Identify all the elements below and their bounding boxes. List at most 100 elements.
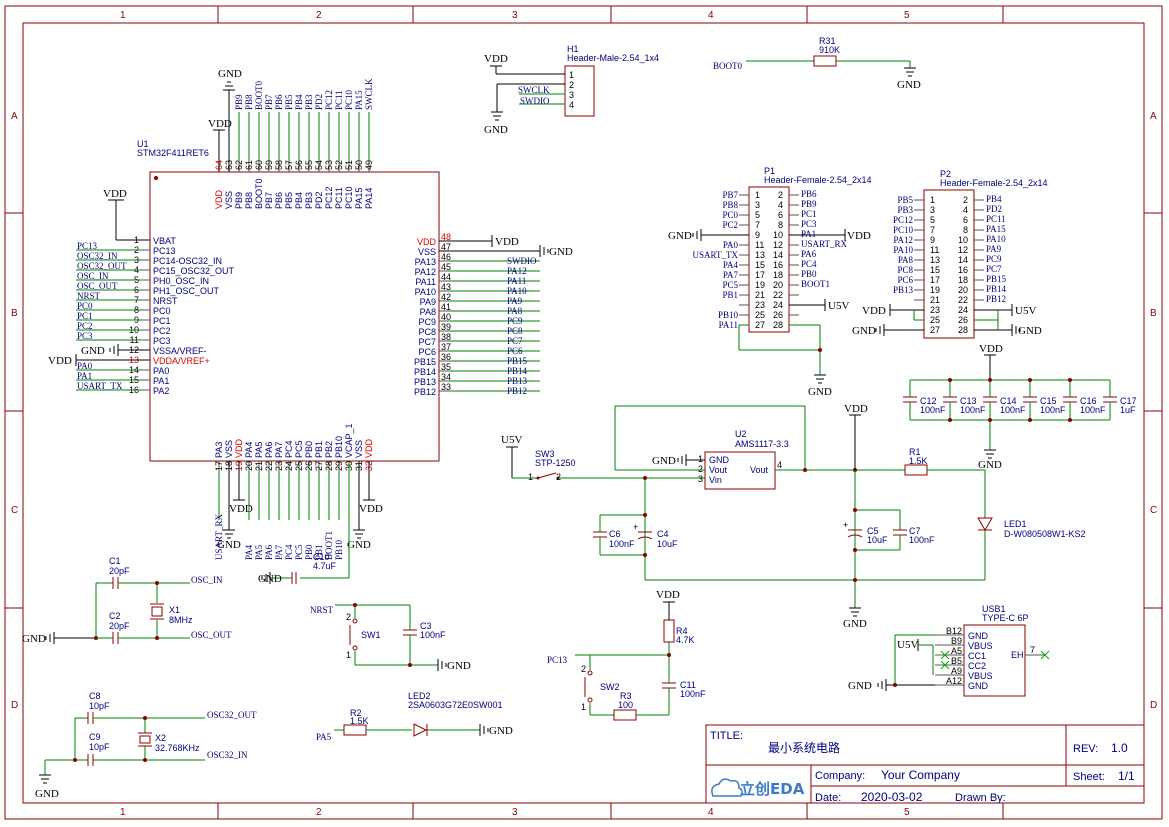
p2-net-8: PA15 xyxy=(986,224,1006,234)
u1-pin-num-44: 44 xyxy=(441,272,451,282)
u1-pin-name-60: BOOT0 xyxy=(254,178,264,209)
h1-net-swdio: SWDIO xyxy=(520,96,550,106)
u1-pin-name-64: VDD xyxy=(214,189,224,209)
u1-pin-num-50: 50 xyxy=(354,160,364,170)
p1-net-1: PB7 xyxy=(722,190,738,200)
sw2-key-circuit[interactable]: VDD R4 4.7K PC13 2 1 SW2 R3 100 C11 100n… xyxy=(547,589,706,721)
u1-pin-name-9: PC1 xyxy=(153,316,171,326)
p2-pin-24: 24 xyxy=(958,305,968,315)
p2-pin-23: 23 xyxy=(930,305,940,315)
u1-pin-num-42: 42 xyxy=(441,292,451,302)
c8-value: 10pF xyxy=(89,701,110,711)
u1-net-24: PC4 xyxy=(284,544,294,560)
capbank-ref-C12: C12 xyxy=(920,396,937,406)
u1-pin-name-4: PC15_OSC32_OUT xyxy=(153,266,235,276)
c11-ref: C11 xyxy=(680,680,696,690)
u1-pin-num-39: 39 xyxy=(441,322,451,332)
p2-net-14: PC9 xyxy=(986,254,1002,264)
zone-row-b-right: B xyxy=(1150,308,1157,319)
lse-crystal-circuit[interactable]: GND C8 10pF C9 10pF X2 32.768KHz OSC32_O… xyxy=(35,691,257,800)
p2-pin-11: 11 xyxy=(930,245,939,255)
p1-ref: P1 xyxy=(764,166,775,176)
u1-pin-num-24: 24 xyxy=(284,461,294,471)
u1-net-39: PC8 xyxy=(507,326,523,336)
u2-pin4-num: 4 xyxy=(777,460,782,470)
u1-net-15: PA1 xyxy=(77,371,92,381)
usb1-pin-name-B12: GND xyxy=(968,631,989,641)
u1-pin-num-41: 41 xyxy=(441,302,451,312)
p2-net-4: PD2 xyxy=(986,204,1002,214)
p2-pin-22: 22 xyxy=(958,295,968,305)
p2-pin-2: 2 xyxy=(963,195,968,205)
u1-pin-num-48: 48 xyxy=(441,232,451,242)
zone-col-2-top: 2 xyxy=(316,10,322,21)
u1-net-14: PA0 xyxy=(77,361,93,371)
u1-pin-num-38: 38 xyxy=(441,332,451,342)
p2-net-10: PA10 xyxy=(986,234,1006,244)
decoupling-cap-bank[interactable]: VDD GND C12100nFC13100nFC14100nFC15100nF… xyxy=(903,343,1137,471)
r4-ref: R4 xyxy=(676,626,688,636)
p1-pin-21: 21 xyxy=(755,290,765,300)
u1-pin-num-17: 17 xyxy=(214,461,224,471)
r31-ref: R31 xyxy=(819,36,836,46)
led2-status-circuit[interactable]: PA5 R2 1.5K GND LED2 2SA0603G72E0SW001 xyxy=(316,691,513,742)
p2-pin-20: 20 xyxy=(958,285,968,295)
p2-pin-6: 6 xyxy=(963,215,968,225)
h1-swd-header[interactable]: H1 Header-Male-2.54_1x4 1 2 3 4 VDD SWCL… xyxy=(484,44,659,136)
sw1-pin2: 2 xyxy=(346,612,351,622)
u1-ref: U1 xyxy=(137,139,149,149)
power-supply[interactable]: U5V 1 2 SW3 STP-1250 U2 AMS1117-3.3 GND … xyxy=(501,403,1086,630)
u2-pin3-num: 3 xyxy=(698,474,703,484)
gnd-label-h1: GND xyxy=(484,124,508,136)
hse-crystal-circuit[interactable]: GND C1 20pF C2 20pF X1 8MHz OSC_IN OSC_O… xyxy=(22,556,232,645)
r2-net: PA5 xyxy=(316,732,332,742)
c8-ref: C8 xyxy=(89,691,101,701)
p1-net-7: PC2 xyxy=(722,220,738,230)
r2-value: 1.5K xyxy=(350,716,369,726)
sw1-reset-circuit[interactable]: NRST 2 1 SW1 GND C3 100nF xyxy=(310,603,471,672)
sw2-net: PC13 xyxy=(547,655,568,665)
p2-pin-28: 28 xyxy=(958,325,968,335)
drawn-by-label: Drawn By: xyxy=(955,792,1006,804)
zone-row-a-right: A xyxy=(1150,111,1157,122)
c10-vcap-cap[interactable]: GND C10 4.7uF xyxy=(258,461,350,585)
u1-net-10: PC2 xyxy=(77,321,93,331)
gnd-label-p2-right: GND xyxy=(1018,325,1042,337)
u1-pin1-marker xyxy=(154,176,158,180)
u1-pin-name-54: PD2 xyxy=(314,191,324,209)
u1-net-2: PC13 xyxy=(77,241,98,251)
u1-net-61: PB8 xyxy=(244,94,254,110)
u1-pin-num-56: 56 xyxy=(294,160,304,170)
u2-pin3-name: Vin xyxy=(709,475,722,485)
r4-value: 4.7K xyxy=(676,635,695,645)
u1-pin-num-35: 35 xyxy=(441,362,451,372)
u1-pin-num-43: 43 xyxy=(441,282,451,292)
r31-boot0-resistor[interactable]: BOOT0 GND R31 910K xyxy=(713,36,921,91)
u1-pin-num-51: 51 xyxy=(344,160,354,170)
capbank-value-C13: 100nF xyxy=(960,405,986,415)
gnd-label-c10: GND xyxy=(258,573,282,585)
zone-row-a-left: A xyxy=(11,111,18,122)
u1-pin-name-43: PA10 xyxy=(415,287,436,297)
u1-pin-name-37: PC6 xyxy=(418,347,436,357)
u2-pin1-num: 1 xyxy=(698,454,703,464)
u1-pin-num-59: 59 xyxy=(264,160,274,170)
p2-net-19: PB13 xyxy=(893,285,914,295)
usb1-pin-name-B9: VBUS xyxy=(968,641,993,651)
gnd-label-x2: GND xyxy=(35,788,59,800)
u1-net-46: SWDIO xyxy=(507,256,537,266)
p2-net-13: PA8 xyxy=(898,255,914,265)
gnd-label-p1: GND xyxy=(668,230,692,242)
p1-net-10: PA1 xyxy=(801,229,816,239)
p2-pin-18: 18 xyxy=(958,275,968,285)
u1-net-35: PB14 xyxy=(507,366,528,376)
p2-net-17: PC6 xyxy=(897,275,913,285)
zone-col-1-top: 1 xyxy=(120,10,126,21)
usb1-pin-name-A9: VBUS xyxy=(968,671,993,681)
